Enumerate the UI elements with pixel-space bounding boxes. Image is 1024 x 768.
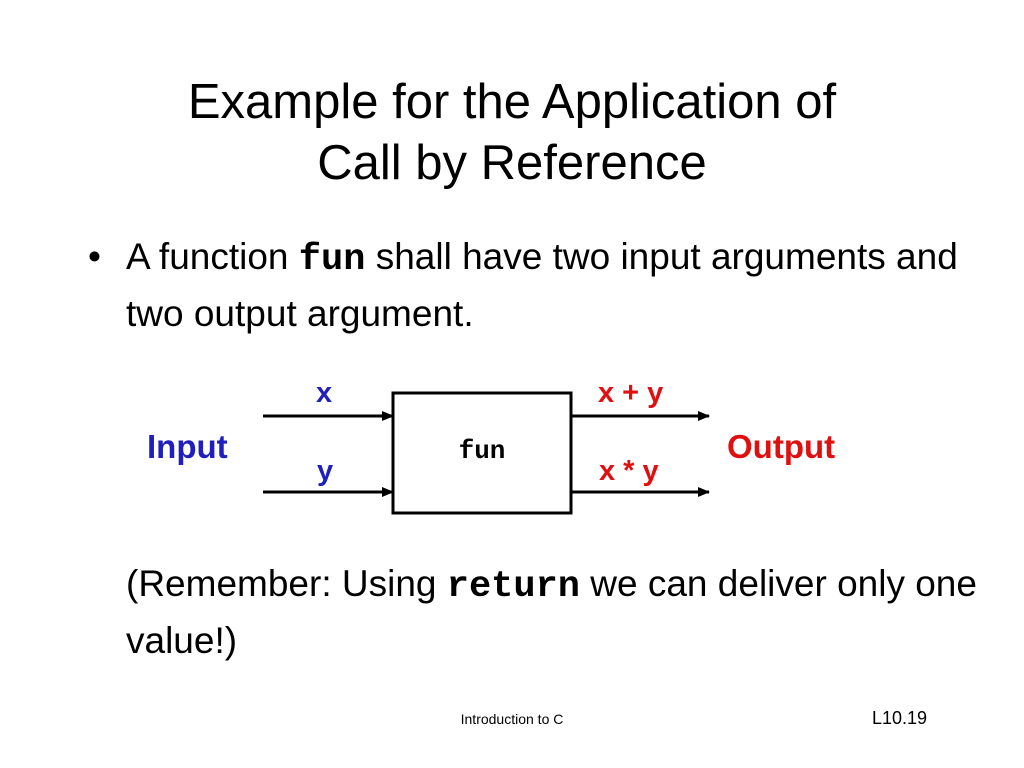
footer-course: Introduction to C xyxy=(460,711,564,727)
bullet-text: A function fun shall have two input argu… xyxy=(126,230,968,340)
output-label: Output xyxy=(727,428,836,465)
remember-text-before: (Remember: Using xyxy=(126,563,447,604)
function-box-label: fun xyxy=(458,436,506,466)
bullet-marker: • xyxy=(88,236,101,277)
input-label: Input xyxy=(147,428,228,465)
input-arg-y: y xyxy=(317,455,334,487)
title-line-2: Call by Reference xyxy=(317,136,707,190)
title-line-1: Example for the Application of xyxy=(187,75,837,129)
output-arg-product: x * y xyxy=(599,455,659,487)
remember-note: (Remember: Using return we can deliver o… xyxy=(126,557,986,667)
input-arg-x: x xyxy=(316,377,333,409)
remember-text-after: we can deliver only one value!) xyxy=(126,563,977,661)
remember-code: return xyxy=(446,566,580,608)
bullet-text-before: A function xyxy=(126,236,299,277)
bullet-item: • A function fun shall have two input ar… xyxy=(88,230,968,340)
bullet-code: fun xyxy=(298,239,366,281)
output-arg-sum: x + y xyxy=(598,377,664,409)
footer-page-number: L10.19 xyxy=(872,708,928,728)
bullet-text-after: shall have two input arguments and two o… xyxy=(126,236,958,334)
function-box xyxy=(391,391,573,515)
slide-title: Example for the Application of Call by R… xyxy=(0,72,1024,194)
